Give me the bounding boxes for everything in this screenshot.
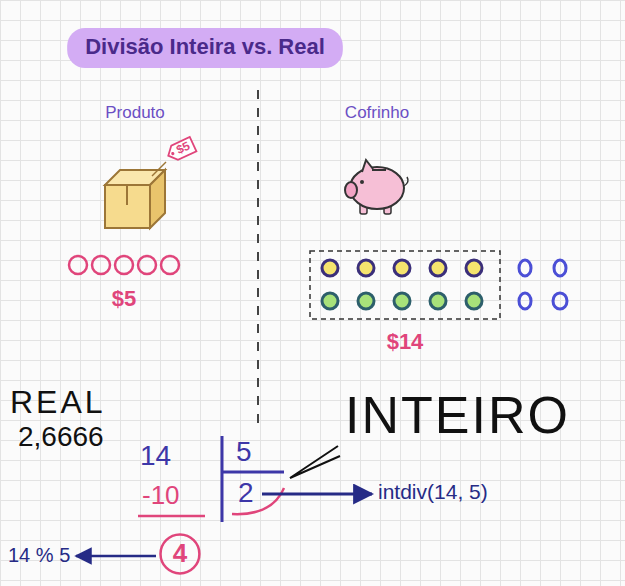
function-call: intdiv(14, 5) bbox=[378, 480, 488, 504]
coin bbox=[322, 260, 338, 276]
coin bbox=[553, 293, 567, 309]
pig-snout bbox=[345, 182, 357, 198]
title-highlight bbox=[67, 28, 343, 68]
arrow bbox=[76, 555, 156, 558]
circle-outline bbox=[161, 535, 200, 574]
pig-tail bbox=[404, 177, 408, 186]
box-front bbox=[105, 185, 150, 228]
dividend: 14 bbox=[140, 440, 171, 472]
coin bbox=[161, 256, 179, 274]
divider-line bbox=[257, 90, 259, 425]
coin bbox=[519, 293, 531, 309]
pig-eye bbox=[360, 180, 364, 184]
heading-word: INTEIRO bbox=[345, 386, 570, 446]
heading-word: REAL bbox=[10, 384, 106, 421]
subtraction-line bbox=[138, 515, 205, 518]
coin bbox=[358, 293, 374, 309]
remainder-circle: 4 bbox=[159, 533, 201, 575]
real-result: 2,6666 bbox=[18, 421, 104, 453]
coin bbox=[554, 260, 566, 276]
coin bbox=[138, 256, 156, 274]
coin bbox=[322, 293, 338, 309]
savings-value: $14 bbox=[387, 329, 424, 354]
tag-hole bbox=[171, 152, 175, 156]
section-heading: Cofrinho bbox=[345, 103, 409, 123]
arrow bbox=[262, 493, 372, 496]
savings-coins bbox=[322, 260, 567, 309]
coin bbox=[394, 260, 410, 276]
tag-string bbox=[152, 162, 166, 176]
price-coins bbox=[69, 256, 179, 274]
pig-ear bbox=[362, 160, 373, 172]
box-tape bbox=[126, 185, 128, 205]
divisor: 5 bbox=[236, 436, 252, 468]
coin bbox=[358, 260, 374, 276]
coin bbox=[430, 293, 446, 309]
coin bbox=[115, 256, 133, 274]
coin bbox=[69, 256, 87, 274]
price-value: $5 bbox=[112, 286, 136, 311]
group-bracket bbox=[310, 251, 500, 319]
coin bbox=[466, 293, 482, 309]
pointer-line bbox=[290, 446, 340, 478]
piggy-bank-drawing bbox=[345, 160, 408, 214]
node-label: 4 bbox=[173, 539, 187, 569]
box-side bbox=[150, 170, 165, 228]
division-bar bbox=[222, 471, 284, 474]
division-bar bbox=[221, 436, 224, 522]
modulo-expression: 14 % 5 bbox=[8, 544, 70, 567]
coin bbox=[430, 260, 446, 276]
quotient: 2 bbox=[238, 477, 254, 509]
price-tag: $5 bbox=[164, 136, 198, 165]
product-box-drawing bbox=[105, 162, 166, 228]
pig-body bbox=[350, 167, 404, 209]
coin bbox=[92, 256, 110, 274]
section-heading: Produto bbox=[105, 103, 165, 123]
tag-outline bbox=[165, 137, 196, 163]
subtraction-value: -10 bbox=[142, 481, 180, 511]
title-text: Divisão Inteira vs. Real bbox=[85, 34, 325, 59]
coin-slot bbox=[372, 169, 386, 171]
coin bbox=[466, 260, 482, 276]
coin bbox=[519, 260, 531, 276]
coin bbox=[394, 293, 410, 309]
